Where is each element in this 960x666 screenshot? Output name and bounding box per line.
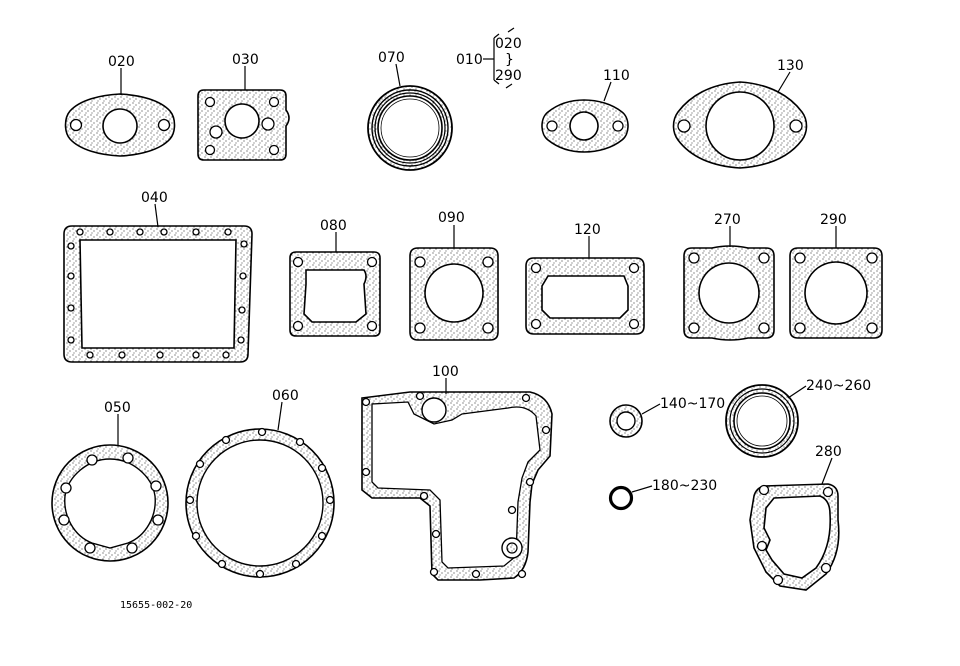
label-110: 110 (603, 68, 630, 84)
gasket-060-bolt-holes (185, 427, 335, 579)
drawing-code: 15655-002-20 (120, 600, 192, 611)
seal-070[interactable]: 070 (367, 50, 453, 171)
gasket-120-shape (525, 257, 645, 335)
label-120: 120 (574, 222, 601, 238)
gasket-090[interactable]: 090 (409, 210, 499, 341)
oring-180-230[interactable]: 180~230 (608, 478, 718, 511)
gasket-050[interactable]: 050 (51, 400, 169, 562)
gasket-280-shape (749, 483, 840, 591)
label-280: 280 (815, 444, 842, 460)
gasket-040-bolt-holes (67, 228, 248, 359)
label-060: 060 (272, 388, 299, 404)
gasket-020-shape (64, 93, 176, 157)
label-010-range-sep: } (505, 52, 514, 68)
washer-140-170[interactable]: 140~170 (609, 396, 725, 438)
label-030: 030 (232, 52, 259, 68)
label-290: 290 (820, 212, 847, 228)
gasket-290-shape (789, 247, 883, 339)
gasket-060[interactable]: 060 (185, 388, 335, 579)
label-070: 070 (378, 50, 405, 66)
oring-180-230-ring (608, 485, 634, 511)
gasket-080[interactable]: 080 (289, 218, 381, 337)
gasket-040[interactable]: 040 (63, 190, 253, 363)
gasket-040-shape (63, 225, 253, 363)
gasket-280[interactable]: 280 (749, 444, 842, 591)
gasket-090-shape (409, 247, 499, 341)
label-010-range-end: 290 (495, 68, 522, 84)
label-270: 270 (714, 212, 741, 228)
gasket-270[interactable]: 270 (683, 212, 775, 341)
gasket-120[interactable]: 120 (525, 222, 645, 335)
gasket-130-shape (672, 81, 808, 169)
gasket-100[interactable]: 100 (361, 364, 553, 581)
label-130: 130 (777, 58, 804, 74)
gasket-290[interactable]: 290 (789, 212, 883, 339)
gasket-130[interactable]: 130 (672, 58, 808, 169)
gasket-110[interactable]: 110 (541, 68, 630, 153)
seal-240-260[interactable]: 240~260 (725, 378, 871, 458)
label-050: 050 (104, 400, 131, 416)
label-100: 100 (432, 364, 459, 380)
label-040: 040 (141, 190, 168, 206)
label-080: 080 (320, 218, 347, 234)
gasket-110-shape (541, 99, 629, 153)
gasket-030[interactable]: 030 (197, 52, 290, 161)
gasket-020[interactable]: 020 (64, 54, 176, 157)
gasket-270-shape (683, 245, 775, 341)
label-180-230: 180~230 (652, 478, 717, 494)
label-090: 090 (438, 210, 465, 226)
label-020: 020 (108, 54, 135, 70)
gasket-030-shape (197, 89, 290, 161)
label-010: 010 (456, 52, 483, 68)
callout-010: 010 020 } 290 (456, 27, 522, 89)
gasket-080-shape (289, 251, 381, 337)
label-240-260: 240~260 (806, 378, 871, 394)
label-010-range-start: 020 (495, 36, 522, 52)
label-140-170: 140~170 (660, 396, 725, 412)
